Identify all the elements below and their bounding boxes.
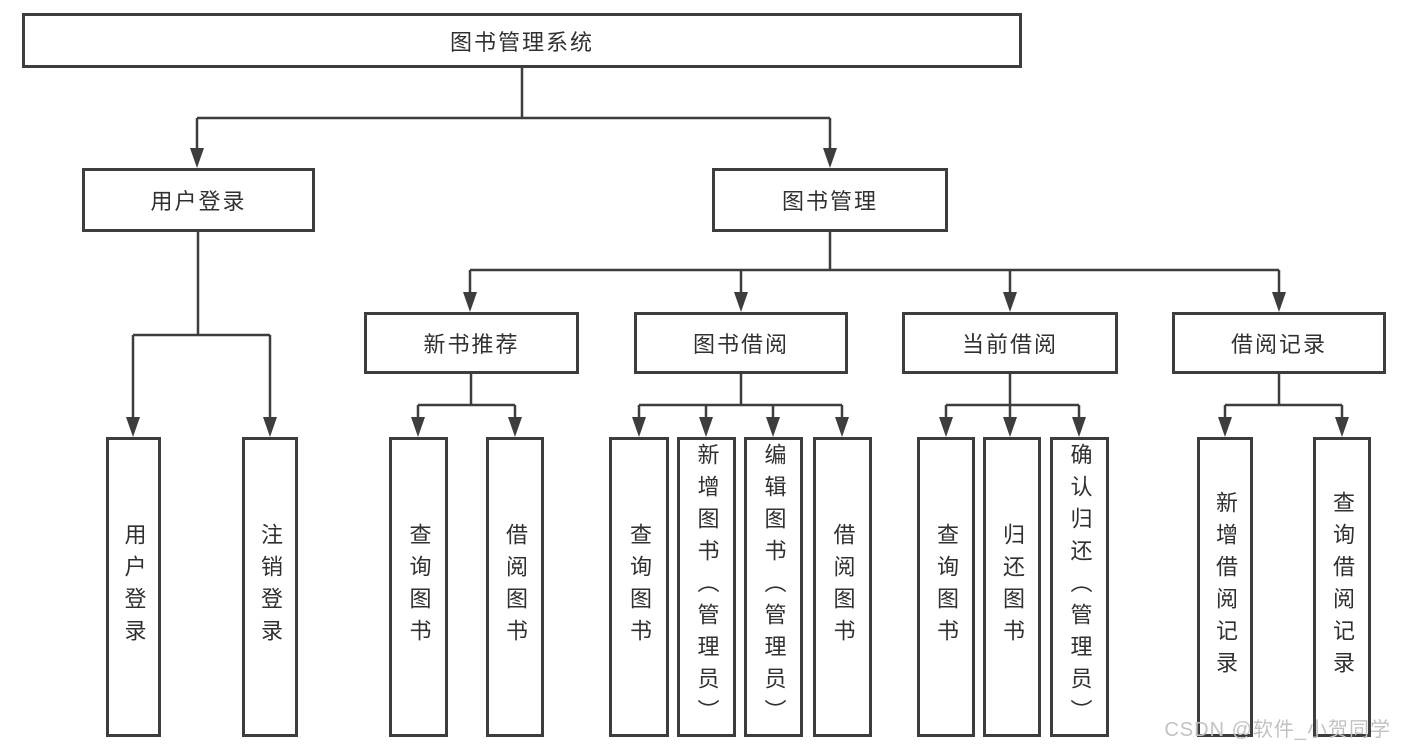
- node-add-borrow-record: 新增借阅记录: [1197, 437, 1253, 737]
- node-label: 确认归还（管理员）: [1067, 443, 1093, 731]
- node-label: 借阅图书: [503, 523, 528, 651]
- node-add-book-admin: 新增图书（管理员）: [677, 437, 736, 737]
- node-book-mgmt: 图书管理: [712, 168, 948, 232]
- node-label: 查询图书: [406, 523, 432, 651]
- node-query-borrow-record: 查询借阅记录: [1313, 437, 1371, 737]
- node-label: 注销登录: [258, 523, 283, 651]
- node-query-book-borrow: 查询图书: [609, 437, 669, 737]
- node-query-book-current: 查询图书: [917, 437, 975, 737]
- node-logout-leaf: 注销登录: [242, 437, 298, 737]
- node-root: 图书管理系统: [22, 13, 1022, 68]
- node-query-book-rec: 查询图书: [389, 437, 448, 737]
- node-label: 图书管理: [781, 189, 878, 214]
- node-label: 归还图书: [1000, 523, 1025, 651]
- node-label: 新书推荐: [423, 332, 520, 357]
- node-label: 借阅图书: [830, 523, 856, 651]
- node-label: 用户登录: [121, 523, 147, 651]
- node-label: 编辑图书（管理员）: [761, 443, 787, 731]
- node-current-borrow: 当前借阅: [902, 312, 1118, 374]
- node-label: 查询借阅记录: [1330, 491, 1355, 683]
- node-confirm-return-admin: 确认归还（管理员）: [1050, 437, 1109, 737]
- node-label: 新增借阅记录: [1213, 491, 1238, 683]
- node-label: 查询图书: [934, 523, 959, 651]
- node-label: 用户登录: [150, 189, 247, 214]
- node-user-login: 用户登录: [82, 168, 315, 232]
- node-label: 图书管理系统: [449, 29, 594, 55]
- node-book-borrow: 图书借阅: [634, 312, 848, 374]
- node-label: 查询图书: [627, 523, 652, 651]
- node-user-login-leaf: 用户登录: [106, 437, 161, 737]
- node-borrow-book-rec: 借阅图书: [486, 437, 544, 737]
- node-label: 新增图书（管理员）: [694, 443, 720, 731]
- node-borrow-book-borrow: 借阅图书: [813, 437, 872, 737]
- node-label: 图书借阅: [692, 332, 789, 357]
- node-return-book: 归还图书: [983, 437, 1041, 737]
- node-borrow-record: 借阅记录: [1172, 312, 1386, 374]
- node-edit-book-admin: 编辑图书（管理员）: [744, 437, 803, 737]
- node-new-book-rec: 新书推荐: [364, 312, 579, 374]
- node-label: 当前借阅: [961, 332, 1058, 357]
- node-label: 借阅记录: [1230, 332, 1327, 357]
